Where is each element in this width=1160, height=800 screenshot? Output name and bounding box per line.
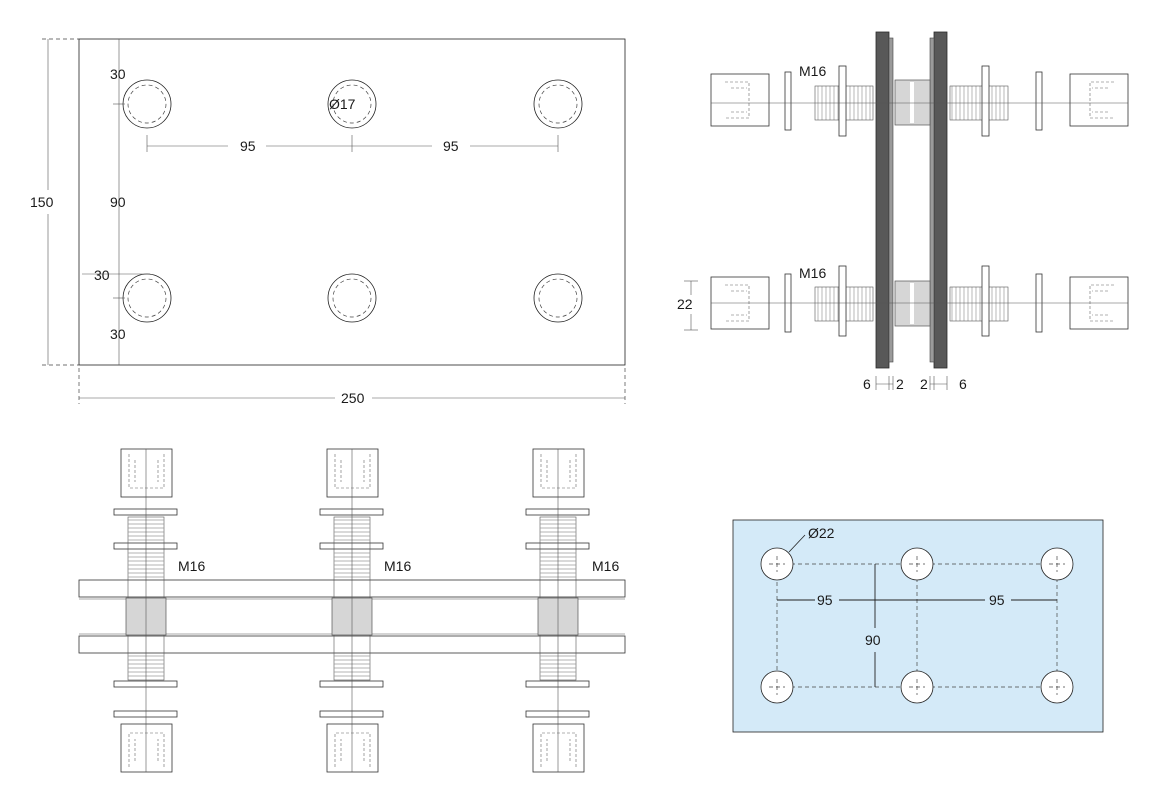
bolt-assembly [319,448,384,773]
template-col-spacing-1: 95 [817,592,833,608]
cap-nut [1069,73,1129,127]
plate-hole [327,79,377,129]
side-fitting-bottom: M16 [710,265,1129,337]
plate-outline [78,38,626,366]
washer [1035,71,1043,131]
plate-holes [122,79,583,323]
plate-hole [533,79,583,129]
dim-plate-width: 250 [341,390,365,406]
front-bolt-label: M16 [178,558,205,574]
side-fitting-top: M16 [710,63,1129,137]
plate-hole [122,79,172,129]
washer [981,265,990,337]
washer [784,71,792,131]
dim-col-spacing-1: 95 [240,138,256,154]
side-bolt-label-top: M16 [799,63,826,79]
dim-edge-top: 30 [110,66,126,82]
front-section: M16 M16 M16 [78,448,626,773]
dim-gap-left: 2 [896,376,904,392]
dim-hole-diameter: Ø17 [329,96,356,112]
front-bolt-label: M16 [384,558,411,574]
dim-edge-bottom: 30 [110,326,126,342]
dim-edge-left: 30 [94,267,110,283]
template-hole-diameter: Ø22 [808,525,835,541]
glass-pane-left [875,31,890,369]
dim-glass-right: 6 [959,376,967,392]
dim-col-spacing-2: 95 [443,138,459,154]
cap-nut [710,73,770,127]
bolt-assembly [525,448,590,773]
dim-gap-right: 2 [920,376,928,392]
washer [838,265,847,337]
plate-hole [533,273,583,323]
dim-row-spacing: 90 [110,194,126,210]
side-section: M16 M16 22 [677,31,1129,392]
template-holes [760,547,1074,704]
template-row-spacing: 90 [865,632,881,648]
drilling-template: Ø22 95 95 90 [732,519,1104,733]
plate-hole [122,273,172,323]
front-bolt-label: M16 [592,558,619,574]
bolt-assembly [113,448,178,773]
washer [981,65,990,137]
plate-hole [327,273,377,323]
side-bolt-label-bottom: M16 [799,265,826,281]
plate-top-view: 30 Ø17 95 95 90 30 30 150 250 [30,38,626,406]
dim-glass-left: 6 [863,376,871,392]
dim-spacer-height: 22 [677,296,693,312]
dim-plate-height: 150 [30,194,54,210]
washer [838,65,847,137]
glass-pane-right [933,31,948,369]
template-col-spacing-2: 95 [989,592,1005,608]
